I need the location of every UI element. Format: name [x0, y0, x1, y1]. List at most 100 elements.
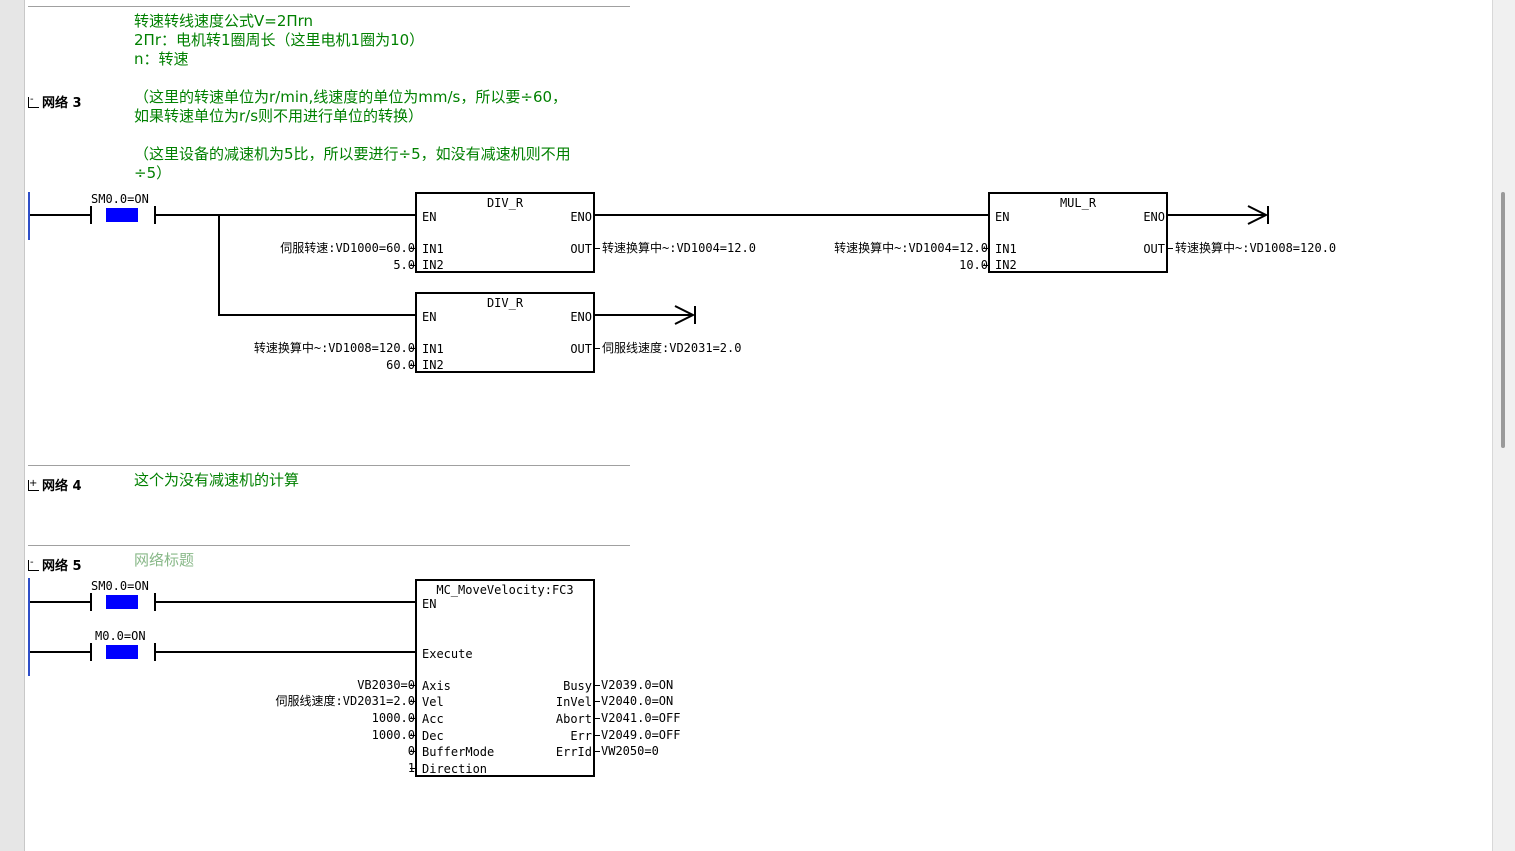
wire — [983, 265, 988, 266]
param-dec[interactable]: 1000.0 — [371, 728, 415, 742]
param-in1[interactable]: 转速换算中~:VD1008=120.0 — [253, 341, 415, 355]
param-in2[interactable]: 10.0 — [959, 258, 988, 272]
network-5-header[interactable]: 网络 5 — [28, 555, 82, 574]
wire — [410, 718, 415, 719]
pin-invel: InVel — [555, 695, 592, 709]
pin-eno: ENO — [1143, 210, 1165, 224]
wire — [1168, 214, 1264, 216]
param-busy[interactable]: V2039.0=ON — [601, 678, 674, 692]
contact-sm0-0[interactable] — [106, 595, 138, 609]
wire — [595, 685, 600, 686]
pin-en: EN — [422, 597, 437, 611]
pin-dec: Dec — [422, 729, 444, 743]
contact-bar — [154, 643, 156, 661]
power-rail — [28, 192, 30, 240]
param-acc[interactable]: 1000.0 — [371, 711, 415, 725]
power-rail — [28, 578, 30, 676]
block-title: MUL_R — [1059, 196, 1097, 210]
pin-in1: IN1 — [995, 242, 1017, 256]
vertical-scrollbar[interactable] — [1492, 0, 1515, 851]
network-4-header[interactable]: 网络 4 — [28, 475, 82, 494]
wire — [595, 248, 600, 249]
contact-m0-0[interactable] — [106, 645, 138, 659]
network-separator — [28, 545, 630, 546]
wire — [30, 214, 90, 216]
param-out[interactable]: 转速换算中~:VD1008=120.0 — [1175, 241, 1337, 255]
param-out[interactable]: 伺服线速度:VD2031=2.0 — [602, 341, 742, 355]
network-separator — [28, 6, 630, 7]
contact-bar — [90, 593, 92, 611]
wire — [410, 751, 415, 752]
param-invel[interactable]: V2040.0=ON — [601, 694, 674, 708]
wire — [595, 701, 600, 702]
wire — [410, 685, 415, 686]
contact-bar — [90, 206, 92, 224]
wire — [410, 768, 415, 769]
network-title[interactable]: 网络标题 — [134, 551, 195, 569]
block-title: DIV_R — [486, 296, 524, 310]
contact-bar — [154, 206, 156, 224]
param-abort[interactable]: V2041.0=OFF — [601, 711, 681, 725]
wire — [410, 248, 415, 249]
pin-acc: Acc — [422, 712, 444, 726]
mc-movevelocity-block[interactable]: MC_MoveVelocity:FC3 EN Execute Axis Vel … — [415, 579, 595, 777]
pin-en: EN — [422, 310, 437, 324]
div-r-block-1[interactable]: DIV_R EN ENO IN1 IN2 OUT — [415, 192, 595, 273]
contact-label: M0.0=ON — [95, 629, 146, 643]
network-separator — [28, 465, 630, 466]
param-in2[interactable]: 60.0 — [386, 358, 415, 372]
collapse-icon[interactable] — [28, 97, 39, 108]
param-vel[interactable]: 伺服线速度:VD2031=2.0 — [275, 694, 415, 708]
collapse-icon[interactable] — [28, 560, 39, 571]
network-label: 网络 4 — [42, 479, 82, 494]
wire — [410, 365, 415, 366]
param-out[interactable]: 转速换算中~:VD1004=12.0 — [602, 241, 756, 255]
network-comment: （这里设备的减速机为5比，所以要进行÷5，如没有减速机则不用 — [134, 145, 571, 163]
wire — [156, 601, 416, 603]
wire — [595, 214, 989, 216]
pin-in2: IN2 — [422, 358, 444, 372]
param-err[interactable]: V2049.0=OFF — [601, 728, 681, 742]
network-label: 网络 5 — [42, 559, 82, 574]
wire — [156, 214, 416, 216]
contact-label: SM0.0=ON — [91, 192, 149, 206]
wire — [410, 735, 415, 736]
pin-vel: Vel — [422, 695, 444, 709]
comment-line: 2Πr：电机转1圈周长（这里电机1圈为10） — [134, 31, 425, 49]
pin-out: OUT — [570, 242, 592, 256]
wire — [410, 348, 415, 349]
pin-en: EN — [995, 210, 1010, 224]
output-arrow-icon — [674, 305, 696, 325]
wire — [30, 601, 90, 603]
contact-sm0-0[interactable] — [106, 208, 138, 222]
network-3-header[interactable]: 网络 3 — [28, 92, 82, 111]
param-in1[interactable]: 伺服转速:VD1000=60.0 — [280, 241, 415, 255]
network-comment: 这个为没有减速机的计算 — [134, 471, 300, 489]
pin-busy: Busy — [563, 679, 592, 693]
comment-line: 转速转线速度公式V=2Πrn — [134, 12, 314, 30]
wire — [983, 248, 988, 249]
param-errid[interactable]: VW2050=0 — [601, 744, 659, 758]
expand-icon[interactable] — [28, 480, 39, 491]
wire — [595, 348, 600, 349]
param-in1[interactable]: 转速换算中~:VD1004=12.0 — [834, 241, 988, 255]
network-comment: ÷5） — [134, 164, 172, 182]
pin-in2: IN2 — [995, 258, 1017, 272]
pin-execute: Execute — [422, 647, 473, 661]
pin-err: Err — [570, 729, 592, 743]
wire — [218, 314, 416, 316]
comment-line: n：转速 — [134, 50, 189, 68]
div-r-block-2[interactable]: DIV_R EN ENO IN1 IN2 OUT — [415, 292, 595, 373]
pin-abort: Abort — [555, 712, 592, 726]
param-in2[interactable]: 5.0 — [393, 258, 415, 272]
wire — [1168, 248, 1173, 249]
pin-eno: ENO — [570, 310, 592, 324]
param-axis[interactable]: VB2030=0 — [357, 678, 415, 692]
scrollbar-thumb[interactable] — [1501, 192, 1505, 448]
pin-errid: ErrId — [555, 745, 592, 759]
wire — [218, 214, 220, 315]
mul-r-block[interactable]: MUL_R EN ENO IN1 IN2 OUT — [988, 192, 1168, 273]
pin-buffermode: BufferMode — [422, 745, 495, 759]
block-title: MC_MoveVelocity:FC3 — [436, 583, 574, 597]
contact-label: SM0.0=ON — [91, 579, 149, 593]
